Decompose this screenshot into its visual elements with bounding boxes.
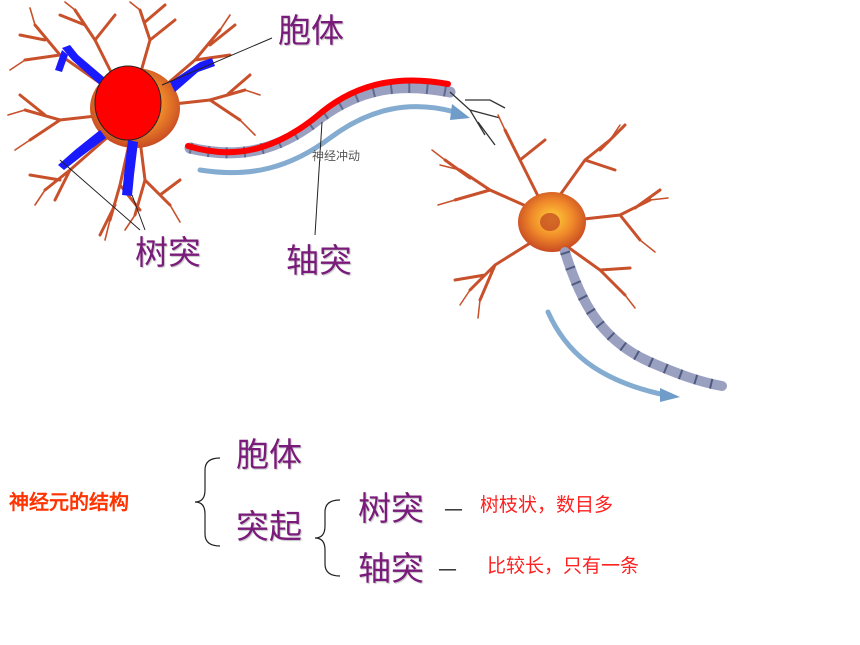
dendrite-highlight-overlay (55, 45, 215, 196)
impulse-arrow-1 (197, 104, 458, 176)
impulse-arrowhead-1 (450, 104, 470, 120)
left-neuron-dendrites (18, 3, 252, 237)
right-axon-myelin (560, 247, 727, 391)
structure-axon: 轴突 (358, 549, 424, 588)
structure-cell-body: 胞体 (236, 435, 302, 474)
cell-body-highlight (94, 65, 162, 141)
cell-body-label: 胞体 (278, 11, 344, 50)
label-pointer-lines (59, 37, 323, 236)
brace-process (314, 499, 341, 577)
right-neuron-dendrites (443, 123, 662, 302)
axon-dash: — (438, 558, 457, 580)
axon-label: 轴突 (286, 241, 352, 280)
impulse-arrow-2 (545, 309, 668, 398)
axon-highlight (185, 77, 451, 156)
structure-title: 神经元的结构 (9, 490, 129, 514)
brace-main (194, 457, 221, 547)
impulse-label: 神经冲动 (312, 149, 361, 163)
structure-process: 突起 (236, 507, 302, 546)
axon-terminals (449, 91, 506, 146)
dendrite-description: 树枝状，数目多 (480, 494, 614, 516)
impulse-arrowhead-2 (660, 388, 680, 402)
structure-dendrite: 树突 (358, 489, 424, 528)
right-nucleus (540, 213, 560, 231)
axon-description: 比较长，只有一条 (487, 555, 640, 577)
neuron-diagram (7, 1, 727, 402)
dendrite-dash: — (444, 498, 463, 520)
dendrite-label: 树突 (135, 233, 201, 272)
right-neuron-fine-branches (431, 114, 669, 319)
left-neuron-fine-branches (7, 1, 261, 241)
